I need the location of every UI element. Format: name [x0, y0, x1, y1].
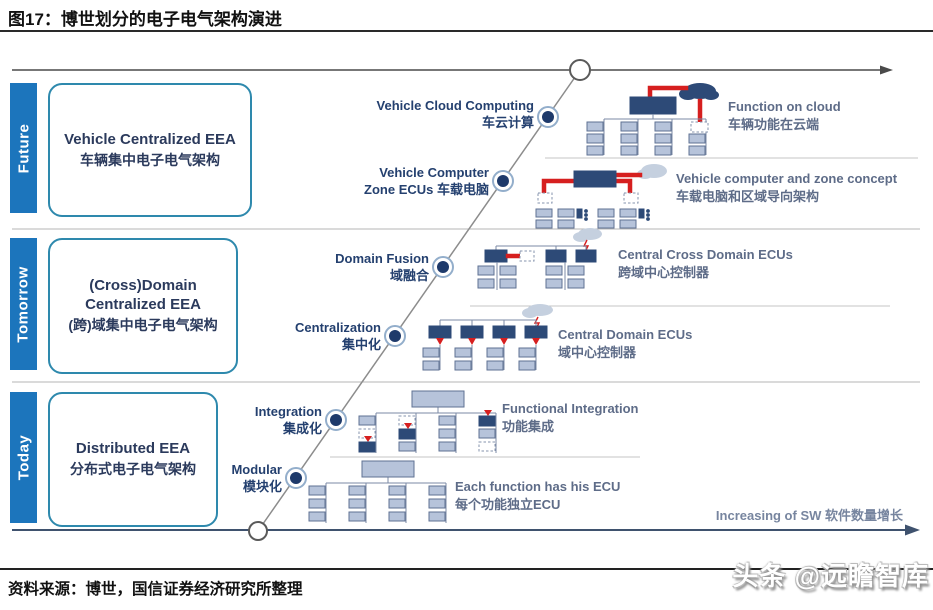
era-box-future-line-zh: 车辆集中电子电气架构	[80, 151, 220, 168]
era-box-tomorrow: (Cross)Domain Centralized EEA (跨)域集中电子电气…	[48, 238, 238, 374]
sw-growth-axis-arrow	[12, 524, 920, 536]
origin-node	[248, 521, 268, 541]
era-bar-tomorrow: Tomorrow	[10, 238, 37, 370]
central-domain-ecu-diagram	[422, 304, 553, 371]
end-node	[569, 59, 591, 81]
integration-ecu-diagram	[358, 390, 497, 453]
evolution-diagonal-line	[257, 69, 581, 532]
watermark-text: 头条 @远瞻智库	[732, 561, 929, 591]
era-box-future-line-en: Vehicle Centralized EEA	[64, 130, 236, 148]
era-bar-tomorrow-label: Tomorrow	[15, 265, 32, 343]
era-bar-future-label: Future	[15, 123, 33, 173]
function-on-cloud-diagram	[586, 83, 719, 156]
era-box-today-line-en: Distributed EEA	[75, 440, 191, 457]
footer-divider	[0, 568, 933, 570]
title-divider	[0, 30, 933, 32]
sw-growth-axis-label: Increasing of SW 软件数量增长	[715, 508, 903, 523]
era-box-tomorrow-line2: Centralized EEA	[85, 296, 201, 313]
era-box-future: Vehicle Centralized EEA 车辆集中电子电气架构	[48, 83, 252, 217]
figure-title: 图17：博世划分的电子电气架构演进	[8, 10, 282, 29]
central-cross-domain-ecu-diagram	[477, 228, 602, 290]
era-box-tomorrow-line1: (Cross)Domain	[89, 277, 197, 294]
era-bar-today: Today	[10, 392, 37, 523]
stage-nodes	[285, 106, 559, 489]
era-box-tomorrow-line3: (跨)域集中电子电气架构	[68, 317, 218, 333]
era-bar-future: Future	[10, 83, 37, 213]
era-bar-today-label: Today	[15, 434, 32, 481]
top-axis-arrow	[12, 65, 893, 75]
era-box-today-line-zh: 分布式电子电气架构	[70, 461, 196, 477]
vehicle-computer-zone-diagram	[535, 164, 667, 229]
modular-ecu-diagram	[308, 460, 447, 523]
source-note: 资料来源：博世，国信证券经济研究所整理	[8, 581, 303, 598]
era-box-today: Distributed EEA 分布式电子电气架构	[48, 392, 218, 527]
